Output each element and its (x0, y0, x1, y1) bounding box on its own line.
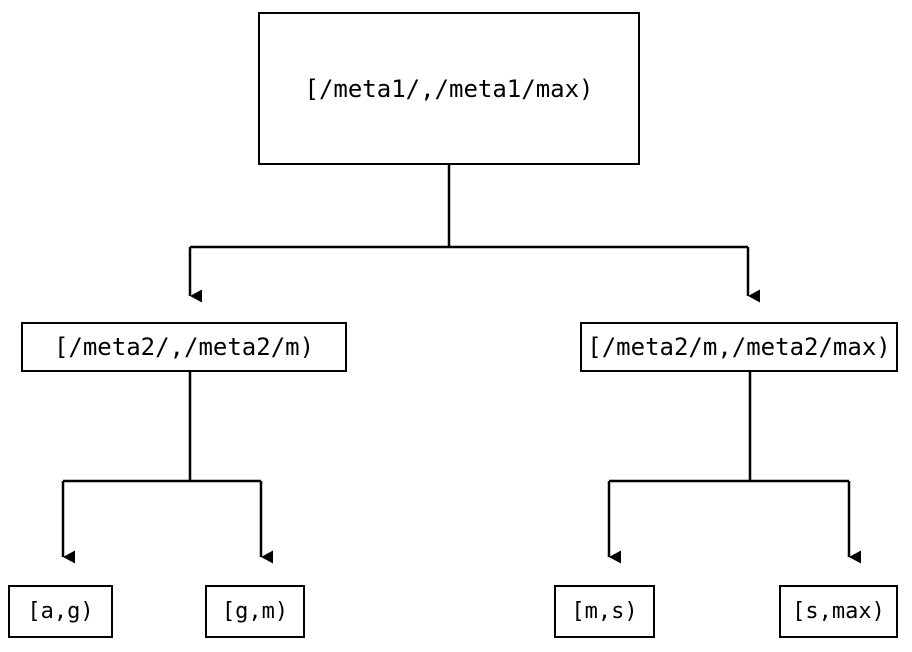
tree-leaf-node-2-label: [g,m) (221, 598, 289, 624)
tree-node-mid-right[interactable]: [/meta2/m,/meta2/max) (580, 322, 898, 372)
tree-node-mid-left[interactable]: [/meta2/,/meta2/m) (21, 322, 347, 372)
tree-leaf-node-4-label: [s,max) (792, 598, 885, 624)
tree-leaf-node-1[interactable]: [a,g) (8, 585, 113, 638)
tree-node-mid-right-label: [/meta2/m,/meta2/max) (587, 333, 891, 361)
tree-node-root[interactable]: [/meta1/,/meta1/max) (258, 12, 640, 165)
tree-leaf-node-1-label: [a,g) (27, 598, 94, 624)
tree-leaf-node-3-label: [m,s) (571, 598, 638, 624)
tree-leaf-node-4[interactable]: [s,max) (779, 585, 898, 638)
tree-node-mid-left-label: [/meta2/,/meta2/m) (53, 333, 315, 361)
tree-node-root-label: [/meta1/,/meta1/max) (304, 74, 594, 103)
tree-leaf-node-3[interactable]: [m,s) (554, 585, 655, 638)
tree-leaf-node-2[interactable]: [g,m) (205, 585, 305, 638)
